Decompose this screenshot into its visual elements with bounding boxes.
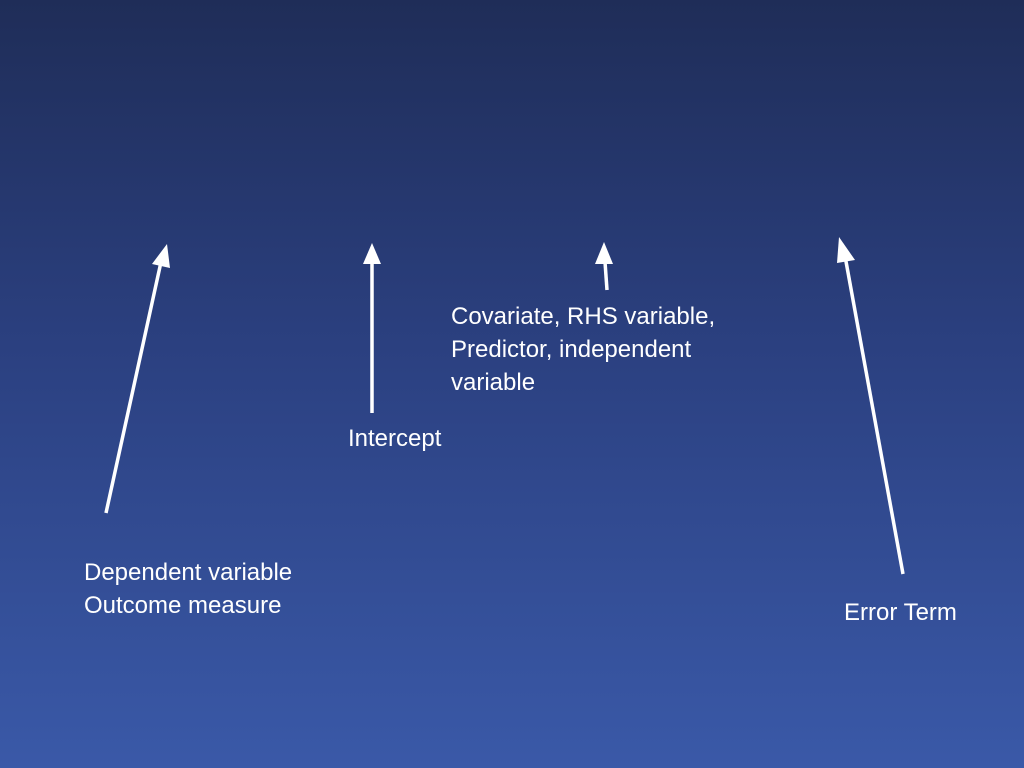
arrow-error-icon <box>837 237 905 575</box>
error-term-line: Error Term <box>844 599 957 626</box>
arrow-intercept-icon <box>363 243 381 413</box>
intercept-line: Intercept <box>348 425 442 452</box>
covariate-line-2: Predictor, independent <box>451 336 692 363</box>
dependent-variable-line-1: Dependent variable <box>84 559 293 586</box>
dependent-variable-label: Dependent variable Outcome measure <box>84 556 292 622</box>
arrow-dependent-icon <box>104 244 170 514</box>
covariate-line-1: Covariate, RHS variable, <box>451 303 716 330</box>
error-term-label: Error Term <box>844 596 957 629</box>
intercept-label: Intercept <box>348 422 441 455</box>
arrow-covariate-icon <box>595 242 613 291</box>
covariate-label: Covariate, RHS variable, Predictor, inde… <box>451 300 715 399</box>
covariate-line-3: variable <box>451 369 536 396</box>
dependent-variable-line-2: Outcome measure <box>84 592 282 619</box>
